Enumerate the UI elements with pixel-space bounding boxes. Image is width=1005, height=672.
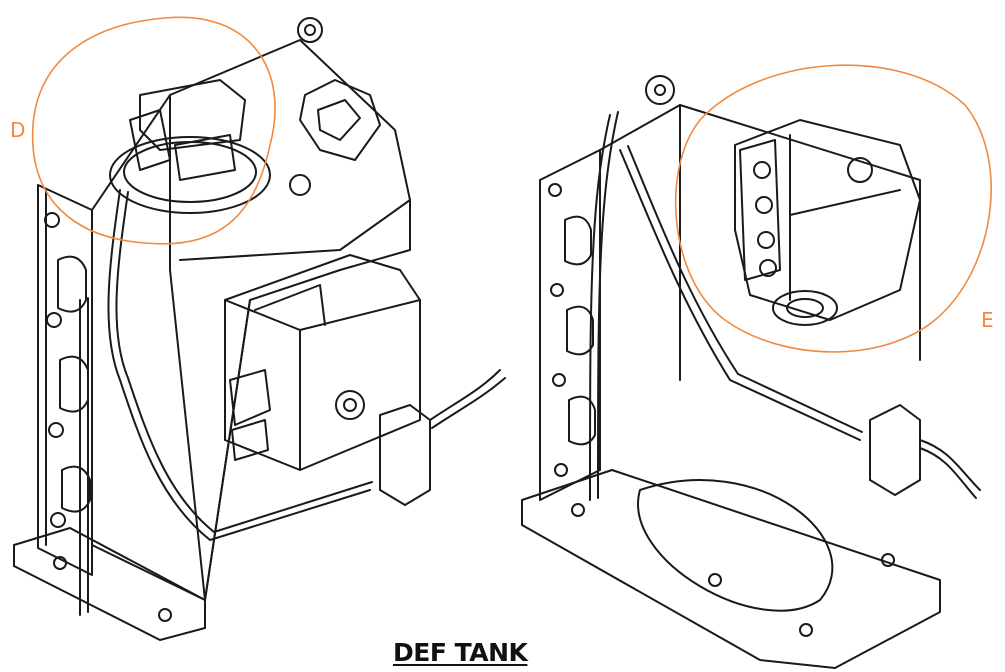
callout-e-label: E (981, 308, 994, 332)
callout-d-outline (31, 16, 276, 245)
callout-d-label: D (10, 118, 26, 142)
right-tank-view (521, 75, 981, 669)
diagram-caption: DEF TANK (393, 638, 528, 667)
callout-e-outline (674, 64, 992, 353)
left-tank-view (13, 17, 506, 641)
